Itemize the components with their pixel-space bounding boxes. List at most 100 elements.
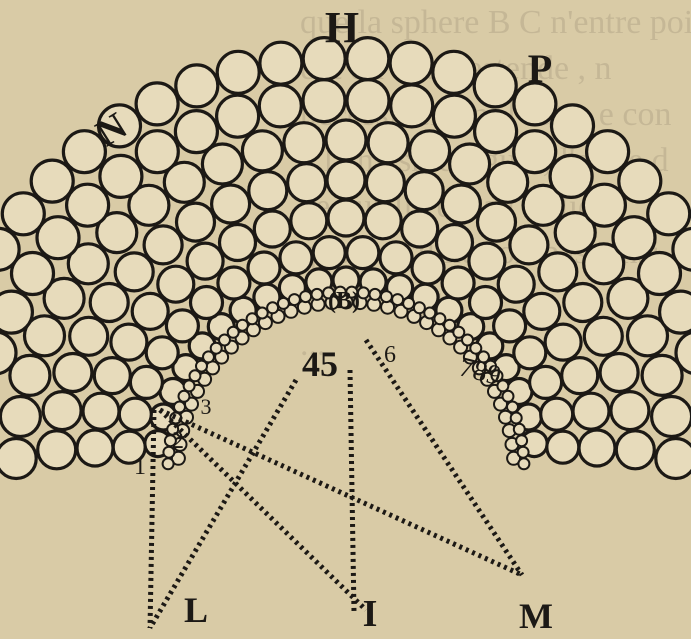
large-circle xyxy=(83,393,119,429)
label-H: H xyxy=(325,3,359,52)
large-circle xyxy=(175,111,217,153)
large-circle xyxy=(433,51,475,93)
large-circle xyxy=(579,430,615,466)
small-circle xyxy=(312,289,323,300)
number-6: 6 xyxy=(384,342,396,368)
large-circle xyxy=(510,226,548,264)
small-circle xyxy=(403,298,414,309)
small-circle xyxy=(511,413,522,424)
large-circle xyxy=(249,172,287,210)
large-circle xyxy=(94,358,130,394)
large-circle xyxy=(2,193,44,235)
label-B: (B) xyxy=(328,288,360,314)
large-circle xyxy=(619,160,661,202)
large-circle xyxy=(442,267,474,299)
number-2: 2 xyxy=(172,428,184,454)
large-circle xyxy=(412,252,444,284)
small-circle xyxy=(503,391,514,402)
small-circle xyxy=(257,308,268,319)
small-circle xyxy=(267,302,278,313)
large-circle xyxy=(611,392,649,430)
number-45: 45 xyxy=(302,344,338,384)
large-circle xyxy=(291,203,327,239)
large-circle xyxy=(514,337,546,369)
small-circle xyxy=(163,458,174,469)
large-circle xyxy=(248,252,280,284)
large-circle xyxy=(288,164,326,202)
ray-line xyxy=(160,410,366,610)
large-circle xyxy=(77,430,113,466)
large-circle xyxy=(70,317,108,355)
number-3: 3 xyxy=(201,394,212,419)
large-circle xyxy=(494,310,526,342)
small-circle xyxy=(424,308,435,319)
large-circle xyxy=(90,284,128,322)
large-circle xyxy=(280,242,312,274)
large-circle xyxy=(368,123,408,163)
small-circle xyxy=(300,291,311,302)
large-circle xyxy=(0,397,40,437)
large-circle xyxy=(328,200,364,236)
small-circle xyxy=(518,458,529,469)
large-circle xyxy=(0,291,32,333)
large-circle xyxy=(652,397,691,437)
large-circle xyxy=(442,185,480,223)
small-circle xyxy=(370,289,381,300)
label-M: M xyxy=(519,596,553,636)
small-circle xyxy=(507,402,518,413)
large-circle xyxy=(402,211,438,247)
large-circle-grid xyxy=(0,38,691,479)
large-circle xyxy=(380,242,412,274)
large-circle xyxy=(562,358,598,394)
large-circle xyxy=(260,42,302,84)
large-circle xyxy=(478,203,516,241)
large-circle xyxy=(136,83,178,125)
large-circle xyxy=(177,203,215,241)
small-circle xyxy=(247,313,258,324)
large-circle xyxy=(67,184,109,226)
large-circle xyxy=(405,172,443,210)
large-circle xyxy=(119,398,151,430)
large-circle xyxy=(259,85,301,127)
large-circle xyxy=(475,111,517,153)
small-circle xyxy=(392,294,403,305)
large-circle xyxy=(191,287,223,319)
large-circle xyxy=(391,85,433,127)
large-circle xyxy=(587,131,629,173)
large-circle xyxy=(366,164,404,202)
large-circle xyxy=(648,193,690,235)
large-circle xyxy=(469,243,505,279)
large-circle xyxy=(347,80,389,122)
large-circle xyxy=(146,337,178,369)
large-circle xyxy=(313,237,345,269)
ray-line xyxy=(350,370,354,612)
large-circle xyxy=(541,398,573,430)
large-circle xyxy=(212,185,250,223)
large-circle xyxy=(0,439,36,479)
large-circle xyxy=(514,131,556,173)
large-circle xyxy=(43,392,81,430)
large-circle xyxy=(115,253,153,291)
large-circle xyxy=(347,237,379,269)
large-circle xyxy=(54,354,92,392)
large-circle xyxy=(545,324,581,360)
large-circle xyxy=(437,225,473,261)
large-circle xyxy=(660,291,691,333)
large-circle xyxy=(130,366,162,398)
large-circle xyxy=(552,105,594,147)
large-circle xyxy=(539,253,577,291)
label-I: I xyxy=(363,593,378,635)
large-circle xyxy=(524,293,560,329)
large-circle xyxy=(303,80,345,122)
large-circle xyxy=(600,354,638,392)
small-circle xyxy=(184,380,195,391)
large-circle xyxy=(616,431,654,469)
large-circle xyxy=(136,131,178,173)
large-circle xyxy=(656,439,691,479)
label-P: P xyxy=(528,46,552,91)
number-1: 1 xyxy=(134,454,146,480)
large-circle xyxy=(100,155,142,197)
large-circle xyxy=(547,431,579,463)
